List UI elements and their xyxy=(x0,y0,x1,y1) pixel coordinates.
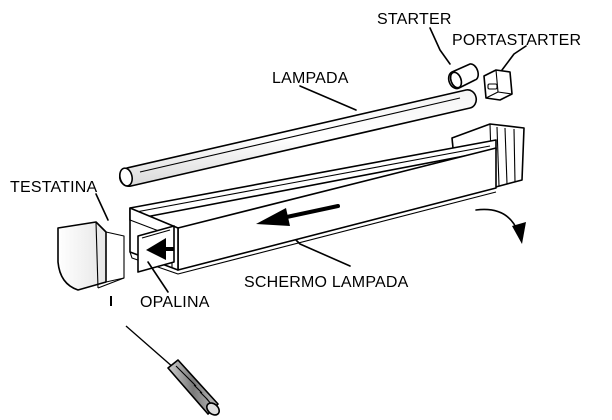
end-cap-testatina xyxy=(57,221,125,291)
label-portastarter: PORTASTARTER xyxy=(452,32,581,49)
starter-component xyxy=(447,63,480,90)
screwdriver xyxy=(125,325,220,416)
label-schermo-lampada: SCHERMO LAMPADA xyxy=(244,274,409,291)
portastarter-component xyxy=(483,69,513,101)
opalina-arrow xyxy=(146,238,174,260)
leader-lines xyxy=(95,27,527,293)
label-lampada: LAMPADA xyxy=(272,70,349,87)
rotation-arrow xyxy=(475,208,526,244)
label-starter: STARTER xyxy=(377,11,452,28)
label-testatina: TESTATINA xyxy=(10,179,98,196)
slide-arrow xyxy=(256,204,340,226)
label-opalina: OPALINA xyxy=(140,294,210,311)
lamp-tube xyxy=(118,89,478,188)
